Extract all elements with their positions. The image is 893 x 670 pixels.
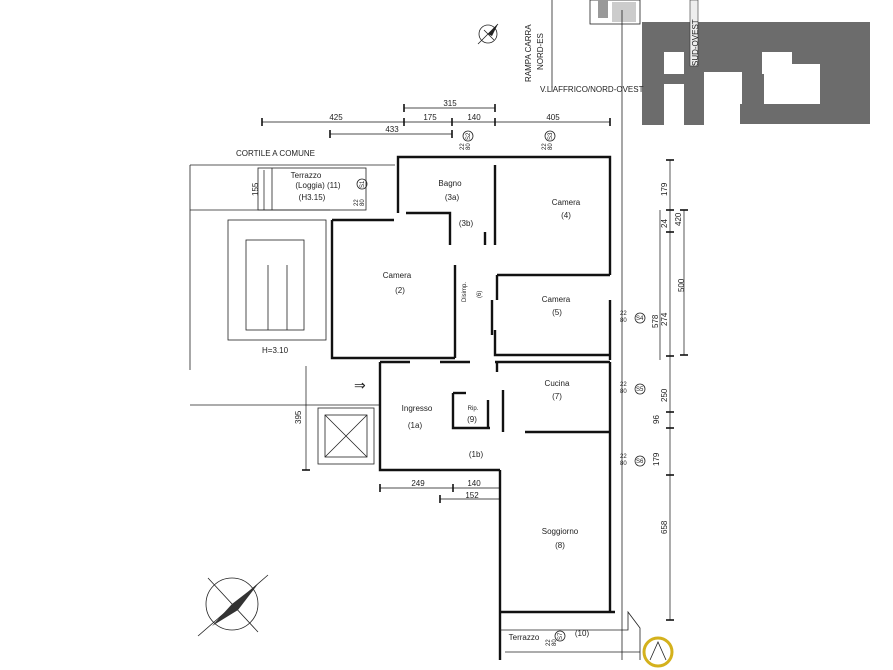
bagno-code: (3a) xyxy=(445,193,460,202)
stairwell xyxy=(227,219,327,341)
window-tag-s4: 22 80 S4 xyxy=(620,311,646,324)
rip-name: Rip. xyxy=(468,406,479,412)
svg-text:80: 80 xyxy=(360,199,366,206)
building-key-graphic xyxy=(642,22,870,125)
label-nord-es: NORD-ES xyxy=(536,33,545,70)
svg-text:22: 22 xyxy=(354,199,360,206)
cucina-code: (7) xyxy=(552,392,562,401)
label-viale: V.L'AFFRICO/NORD-OVEST xyxy=(540,85,644,94)
svg-text:80: 80 xyxy=(620,389,627,395)
camera2-name: Camera xyxy=(383,271,412,280)
neighbour-building-fragment xyxy=(589,0,699,67)
dim-top-425: 425 xyxy=(329,113,343,122)
bagno-b-code: (3b) xyxy=(459,219,474,228)
svg-text:22: 22 xyxy=(460,143,466,150)
dim-r-250: 250 xyxy=(660,388,669,402)
terrazzo10-name: Terrazzo xyxy=(509,633,540,642)
svg-text:22: 22 xyxy=(620,311,627,317)
dim-r-658: 658 xyxy=(660,520,669,534)
disimp-name: Disimp. xyxy=(462,282,468,302)
camera4-code: (4) xyxy=(561,211,571,220)
svg-text:80: 80 xyxy=(552,639,558,646)
dim-r-24: 24 xyxy=(660,219,669,228)
window-tag-s5: 22 80 S5 xyxy=(620,382,646,395)
svg-text:22: 22 xyxy=(542,143,548,150)
dim-mid-249: 249 xyxy=(411,479,425,488)
dim-r-96: 96 xyxy=(652,415,661,424)
disimp-code: (6) xyxy=(477,291,483,298)
dim-left-395: 395 xyxy=(294,410,303,424)
svg-text:S3: S3 xyxy=(548,132,554,140)
svg-text:80: 80 xyxy=(620,461,627,467)
rip-code: (9) xyxy=(467,415,477,424)
window-tag-s1: 22 80 S1 xyxy=(354,178,368,206)
stair-height-label: H=3.10 xyxy=(262,346,289,355)
compass-icon-small xyxy=(477,23,499,45)
window-tags: 22 80 S2 22 80 S3 22 80 S1 22 80 S4 22 8… xyxy=(354,130,646,646)
dim-r-179: 179 xyxy=(660,182,669,196)
svg-text:80: 80 xyxy=(466,143,472,150)
dimension-lines: 315 425 175 140 405 433 155 395 249 140 xyxy=(251,99,688,621)
soggiorno-code: (8) xyxy=(555,541,565,550)
soggiorno-name: Soggiorno xyxy=(542,527,579,536)
svg-text:80: 80 xyxy=(620,318,627,324)
window-tag-s3: 22 80 S3 xyxy=(542,130,556,150)
svg-text:22: 22 xyxy=(546,639,552,646)
dim-mid-140: 140 xyxy=(467,479,481,488)
svg-text:S5: S5 xyxy=(636,387,644,393)
svg-text:22: 22 xyxy=(620,382,627,388)
svg-text:S4: S4 xyxy=(636,316,644,322)
terrazzo-loggia-name: Terrazzo xyxy=(291,171,322,180)
dim-r-500: 500 xyxy=(677,278,686,292)
svg-text:80: 80 xyxy=(548,143,554,150)
terrazzo-loggia-box xyxy=(257,167,367,211)
lift-shaft xyxy=(317,407,375,465)
dim-left-155: 155 xyxy=(251,182,260,196)
terrazzo-loggia-sub: (Loggia) (11) xyxy=(295,181,341,190)
svg-text:22: 22 xyxy=(620,454,627,460)
dim-r-420: 420 xyxy=(674,212,683,226)
window-tag-s6: 22 80 S6 xyxy=(620,454,646,467)
svg-text:S2: S2 xyxy=(466,132,472,140)
camera4-name: Camera xyxy=(552,198,581,207)
dim-r-578: 578 xyxy=(651,314,660,328)
camera2-code: (2) xyxy=(395,286,405,295)
label-cortile: CORTILE A COMUNE xyxy=(236,149,315,158)
north-marker-icon xyxy=(642,636,674,668)
dim-r-179b: 179 xyxy=(652,452,661,466)
dim-top-405: 405 xyxy=(546,113,560,122)
ingresso-code: (1a) xyxy=(408,421,423,430)
label-sud-ovest: SUD-OVEST xyxy=(691,19,700,66)
dim-top-175: 175 xyxy=(423,113,437,122)
bagno-name: Bagno xyxy=(438,179,462,188)
ingresso-b-code: (1b) xyxy=(469,450,484,459)
plan-walls xyxy=(330,155,641,660)
dim-r-274: 274 xyxy=(660,312,669,326)
window-tag-s2: 22 80 S2 xyxy=(460,130,474,150)
entry-arrow-icon: ⇒ xyxy=(354,377,366,393)
compass-rose-icon xyxy=(197,574,269,637)
window-tag-s7: 22 80 S7 xyxy=(546,630,566,646)
terrazzo10-code: (10) xyxy=(575,629,590,638)
dim-top-140: 140 xyxy=(467,113,481,122)
svg-text:S6: S6 xyxy=(636,459,644,465)
svg-text:S1: S1 xyxy=(360,180,366,188)
dim-mid-152: 152 xyxy=(465,491,479,500)
svg-text:S7: S7 xyxy=(558,632,564,640)
cucina-name: Cucina xyxy=(545,379,570,388)
camera5-name: Camera xyxy=(542,295,571,304)
dim-top-433: 433 xyxy=(385,125,399,134)
room-labels: Terrazzo (Loggia) (11) (H3.15) Bagno (3a… xyxy=(262,171,589,642)
label-rampa: RAMPA CARRA xyxy=(524,24,533,82)
terrazzo-loggia-height: (H3.15) xyxy=(299,193,326,202)
dim-top-315: 315 xyxy=(443,99,457,108)
camera5-code: (5) xyxy=(552,308,562,317)
ingresso-name: Ingresso xyxy=(402,404,433,413)
